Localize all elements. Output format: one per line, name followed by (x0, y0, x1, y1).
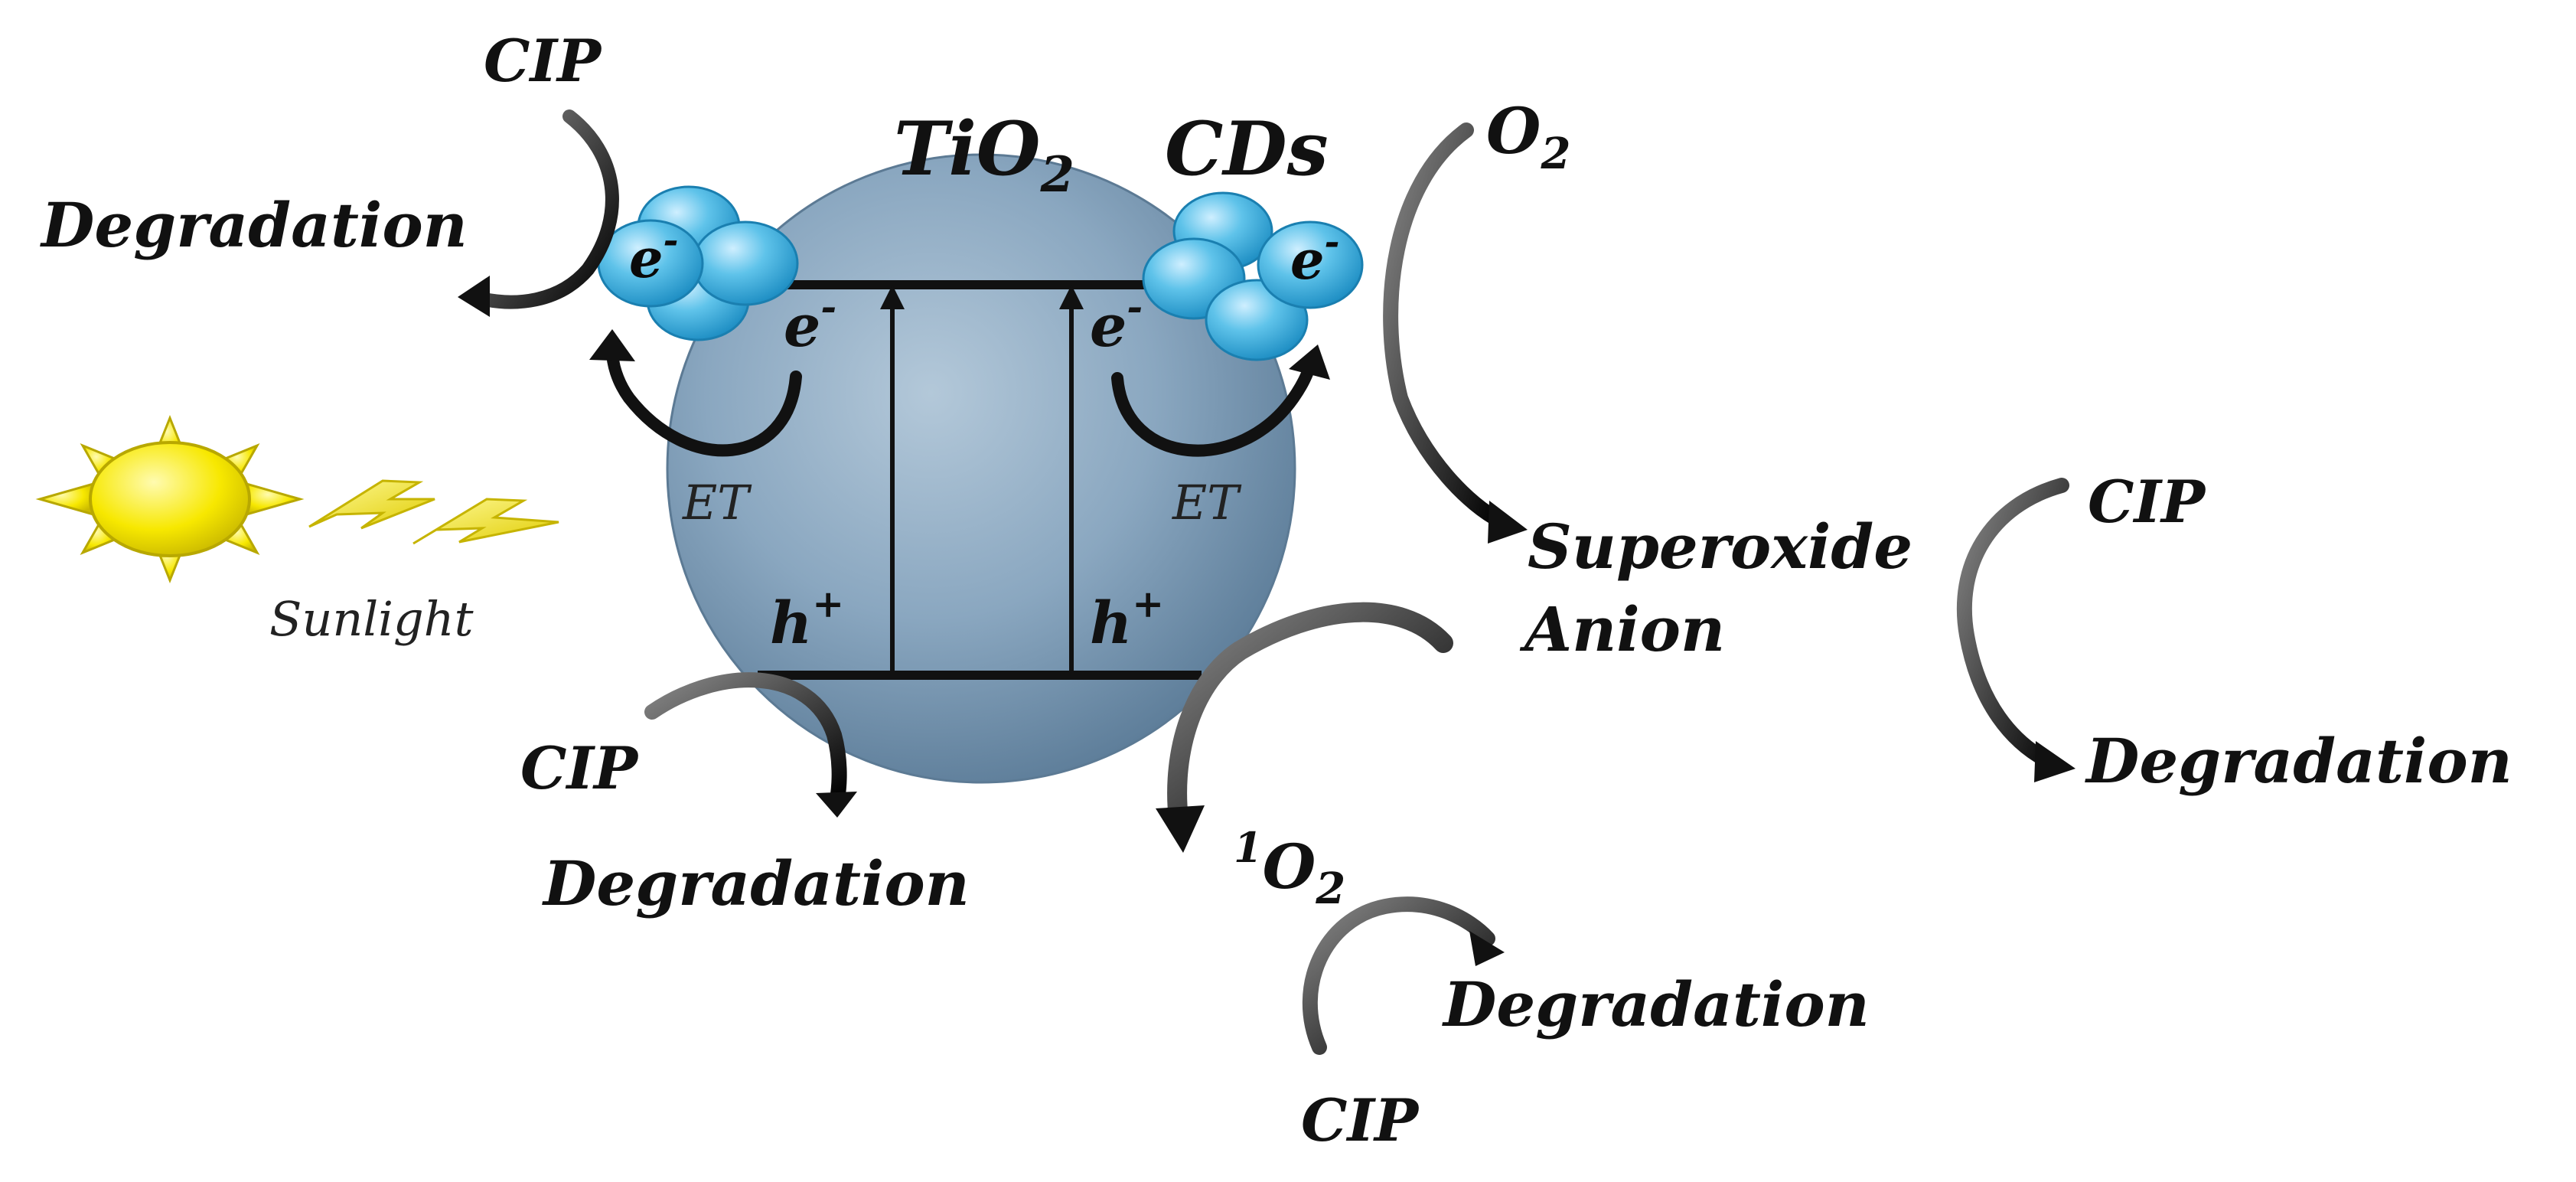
curved-arrow-right (1956, 478, 2069, 769)
arrowhead-bottom-left (816, 792, 857, 818)
curved-arrow-bottom-left (644, 672, 847, 807)
arrowhead-o2-superoxide (1488, 501, 1528, 544)
degradation-label-bottom-left: Degradation (542, 847, 970, 919)
cip-label-right: CIP (2088, 468, 2206, 536)
electron-label-cb-right: e- (1090, 284, 1143, 360)
singlet-o2-label: 1O2 (1234, 823, 1345, 914)
tio2-title: TiO2 (894, 106, 1074, 204)
electron-label-cb-left: e- (784, 284, 836, 360)
arrowhead-right (2034, 741, 2075, 782)
hole-label-vb-left: h+ (770, 581, 844, 657)
cip-label-bottom-left: CIP (520, 734, 639, 802)
degradation-label-right: Degradation (2085, 725, 2512, 797)
arrowhead-top-left (458, 276, 490, 317)
excitation-arrowhead-right (1059, 285, 1084, 309)
et-arrowhead-right (1289, 344, 1330, 380)
lightning-icon (308, 479, 559, 545)
electron-label-cluster-left: e- (629, 219, 678, 290)
et-label-right: ET (1172, 475, 1242, 531)
curved-arrow-top-left (474, 109, 619, 309)
et-arrow-left (606, 344, 802, 457)
o2-label: O2 (1486, 95, 1570, 179)
superoxide-label-line2: Anion (1519, 593, 1725, 665)
curved-arrow-bottom (1302, 896, 1495, 1055)
cds-title: CDs (1165, 106, 1329, 192)
cip-label-bottom: CIP (1301, 1086, 1420, 1154)
electron-label-cluster-right: e- (1290, 220, 1339, 292)
electron-cluster-right: e- (1142, 191, 1364, 361)
excitation-arrowhead-left (880, 285, 905, 309)
degradation-label-top-left: Degradation (40, 189, 468, 261)
et-label-left: ET (682, 475, 752, 531)
curved-arrow-o2-superoxide (1383, 122, 1508, 528)
et-arrow-right (1111, 360, 1316, 457)
arrowhead-hole-singlet (1156, 805, 1205, 853)
electron-cluster-left: e- (597, 185, 799, 341)
curved-arrow-hole-singlet (1167, 602, 1453, 829)
cip-label-top-left: CIP (484, 27, 602, 95)
superoxide-label-line1: Superoxide (1528, 511, 1912, 583)
hole-label-vb-right: h+ (1090, 581, 1164, 657)
et-arrowhead-left (589, 329, 635, 361)
sun-icon (35, 414, 305, 584)
tio2-sphere (666, 153, 1296, 784)
degradation-label-bottom: Degradation (1442, 968, 1870, 1040)
arrowhead-bottom (1469, 931, 1505, 966)
sunlight-label: Sunlight (269, 591, 474, 647)
